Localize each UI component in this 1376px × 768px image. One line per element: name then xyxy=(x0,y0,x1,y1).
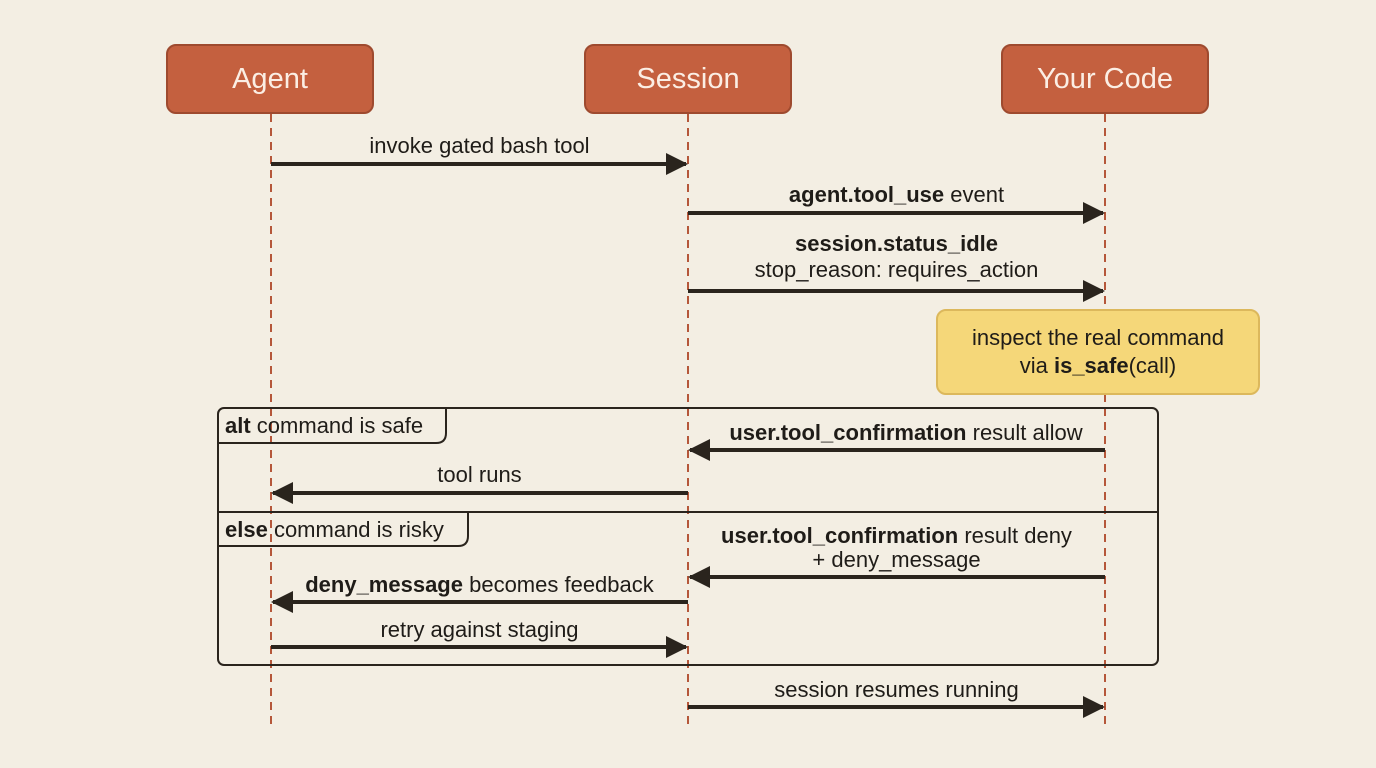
alt-keyword: alt xyxy=(225,413,251,438)
message-tool-runs: tool runs xyxy=(271,462,688,488)
alt-condition: command is safe xyxy=(250,413,424,438)
message-tool-runs-text: tool runs xyxy=(437,462,522,487)
message-confirmation-allow-text: result allow xyxy=(966,420,1083,445)
alt-frame xyxy=(217,407,1159,666)
message-invoke-tool: invoke gated bash tool xyxy=(271,133,688,159)
note-line1: inspect the real command xyxy=(972,325,1224,350)
message-tool-use-event-text: event xyxy=(944,182,1005,207)
note-line2: via is_safe(call) xyxy=(1020,352,1177,380)
note-line2-prefix: via xyxy=(1019,353,1054,378)
note-line2-suffix: (call) xyxy=(1128,353,1177,378)
actor-agent: Agent xyxy=(166,44,374,114)
actor-your-code-label: Your Code xyxy=(1037,62,1173,95)
alt-tag-outline xyxy=(218,408,447,444)
else-keyword: else xyxy=(225,517,268,542)
message-confirmation-deny-text: result deny xyxy=(958,523,1072,548)
else-condition: command is risky xyxy=(267,517,444,542)
actor-your-code: Your Code xyxy=(1001,44,1209,114)
message-tool-use-event: agent.tool_use event xyxy=(688,182,1105,208)
message-confirmation-deny-bold: user.tool_confirmation xyxy=(721,523,959,548)
message-confirmation-deny-line2: + deny_message xyxy=(812,547,981,572)
message-status-idle: session.status_idle stop_reason: require… xyxy=(688,231,1105,283)
actor-session-label: Session xyxy=(636,62,740,95)
alt-frame-label: alt command is safe xyxy=(225,413,423,439)
actor-session: Session xyxy=(584,44,792,114)
message-confirmation-allow-bold: user.tool_confirmation xyxy=(729,420,967,445)
note-inspect-command: inspect the real command via is_safe(cal… xyxy=(936,309,1260,395)
message-invoke-tool-text: invoke gated bash tool xyxy=(369,133,590,158)
actor-agent-label: Agent xyxy=(232,62,308,95)
message-tool-use-event-bold: agent.tool_use xyxy=(788,182,945,207)
message-confirmation-allow: user.tool_confirmation result allow xyxy=(690,420,1122,446)
else-tag-outline xyxy=(218,512,469,547)
message-confirmation-deny: user.tool_confirmation result deny + den… xyxy=(688,524,1105,572)
message-status-idle-reason: stop_reason: requires_action xyxy=(754,257,1039,282)
note-line2-bold: is_safe xyxy=(1053,353,1129,378)
message-session-resumes: session resumes running xyxy=(688,677,1105,703)
message-session-resumes-text: session resumes running xyxy=(774,677,1019,702)
message-retry-staging: retry against staging xyxy=(271,617,688,643)
else-frame-label: else command is risky xyxy=(225,517,444,543)
message-deny-feedback-bold: deny_message xyxy=(305,572,463,597)
message-status-idle-bold: session.status_idle xyxy=(795,231,998,256)
message-retry-staging-text: retry against staging xyxy=(380,617,579,642)
message-deny-feedback-text: becomes feedback xyxy=(462,572,654,597)
message-deny-feedback: deny_message becomes feedback xyxy=(271,572,688,598)
